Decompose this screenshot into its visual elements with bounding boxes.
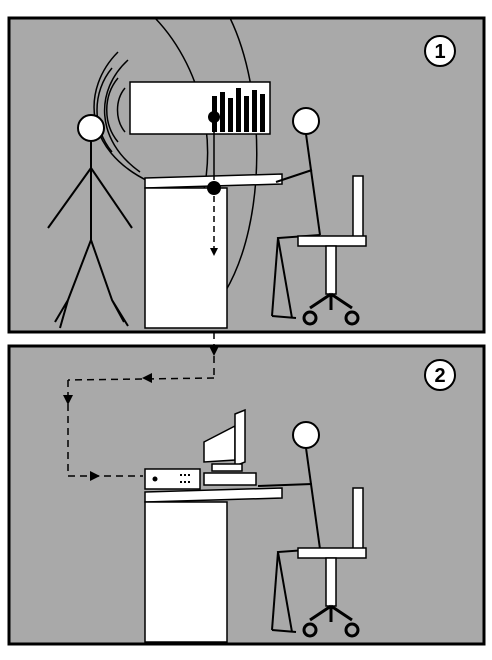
- panel-2: 2: [9, 332, 484, 644]
- panel-1: 1: [9, 18, 484, 332]
- bookshelf: [130, 82, 270, 134]
- sensor-dot: [207, 181, 221, 195]
- svg-text:1: 1: [434, 41, 445, 63]
- recorder-box: [145, 469, 200, 489]
- panel-2-label: 2: [425, 360, 455, 390]
- sound-source-dot: [208, 111, 220, 123]
- panel-1-label: 1: [425, 36, 455, 66]
- svg-text:2: 2: [434, 365, 445, 387]
